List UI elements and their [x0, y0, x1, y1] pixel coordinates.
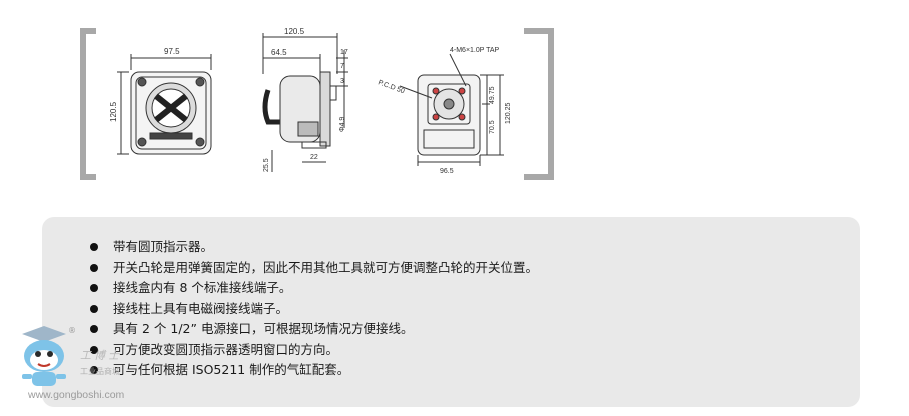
right-bracket [524, 28, 554, 180]
front-width-dim: 97.5 [164, 47, 180, 56]
list-item: 接线盒内有 8 个标准接线端子。 [90, 278, 538, 299]
side-overall-dim: 120.5 [284, 27, 305, 36]
back-tap-label: 4-M6×1.0P TAP [450, 47, 500, 54]
registered-mark: ® [68, 326, 76, 335]
side-dim-3: 3 [340, 78, 344, 85]
bullet-icon [90, 304, 98, 313]
back-dim-12025: 120.25 [505, 102, 512, 124]
list-item: 开关凸轮是用弹簧固定的，因此不用其他工具就可方便调整凸轮的开关位置。 [90, 258, 538, 279]
back-pcd-label: P.C.D 50 [377, 79, 405, 95]
feature-text: 开关凸轮是用弹簧固定的，因此不用其他工具就可方便调整凸轮的开关位置。 [113, 259, 539, 275]
bullet-icon [90, 325, 98, 333]
front-height-dim: 120.5 [109, 101, 118, 122]
bullet-icon [90, 263, 98, 272]
bullet-icon [90, 284, 98, 292]
feature-text: 接线盒内有 8 个标准接线端子。 [113, 280, 292, 295]
bullet-icon [90, 345, 98, 354]
feature-list: 带有圆顶指示器。 开关凸轮是用弹簧固定的，因此不用其他工具就可方便调整凸轮的开关… [90, 237, 538, 381]
side-view [262, 33, 348, 172]
mascot-icon [22, 326, 66, 386]
side-dim-17: 17 [340, 49, 348, 56]
feature-text: 具有 2 个 1/2” 电源接口，可根据现场情况方便接线。 [113, 321, 414, 336]
list-item: 可方便改变圆顶指示器透明窗口的方向。 [90, 340, 538, 361]
watermark-subtitle: 工业品商城 [80, 367, 120, 376]
watermark-url: www.gongboshi.com [28, 389, 125, 401]
back-dim-705: 70.5 [489, 120, 496, 134]
list-item: 可与任何根据 ISO5211 制作的气缸配套。 [90, 360, 538, 381]
list-item: 接线柱上具有电磁阀接线端子。 [90, 299, 538, 320]
feature-text: 可方便改变圆顶指示器透明窗口的方向。 [113, 341, 339, 357]
feature-panel: 带有圆顶指示器。 开关凸轮是用弹簧固定的，因此不用其他工具就可方便调整凸轮的开关… [42, 217, 860, 407]
left-bracket [80, 28, 96, 180]
list-item: 带有圆顶指示器。 [90, 237, 538, 258]
back-view [399, 53, 504, 166]
feature-text: 可与任何根据 ISO5211 制作的气缸配套。 [113, 362, 350, 377]
front-view [117, 54, 212, 155]
back-width-dim: 96.5 [440, 168, 454, 175]
bullet-icon [90, 366, 98, 374]
side-foot-height-dim: 25.5 [263, 158, 270, 172]
technical-drawing: 97.5 120.5 120.5 64.5 17 7 3 Φ4.9 25.5 2… [80, 27, 554, 180]
side-dim-7: 7 [340, 63, 344, 70]
side-foot-width-dim: 22 [310, 154, 318, 161]
bullet-icon [90, 243, 98, 251]
feature-text: 接线柱上具有电磁阀接线端子。 [113, 300, 289, 316]
feature-text: 带有圆顶指示器。 [113, 239, 214, 254]
list-item: 具有 2 个 1/2” 电源接口，可根据现场情况方便接线。 [90, 319, 538, 340]
side-hole-dim: Φ4.9 [339, 117, 346, 132]
back-dim-4975: 49.75 [489, 86, 496, 104]
watermark-brand: 工博士 [80, 349, 122, 362]
side-body-dim: 64.5 [271, 48, 287, 57]
